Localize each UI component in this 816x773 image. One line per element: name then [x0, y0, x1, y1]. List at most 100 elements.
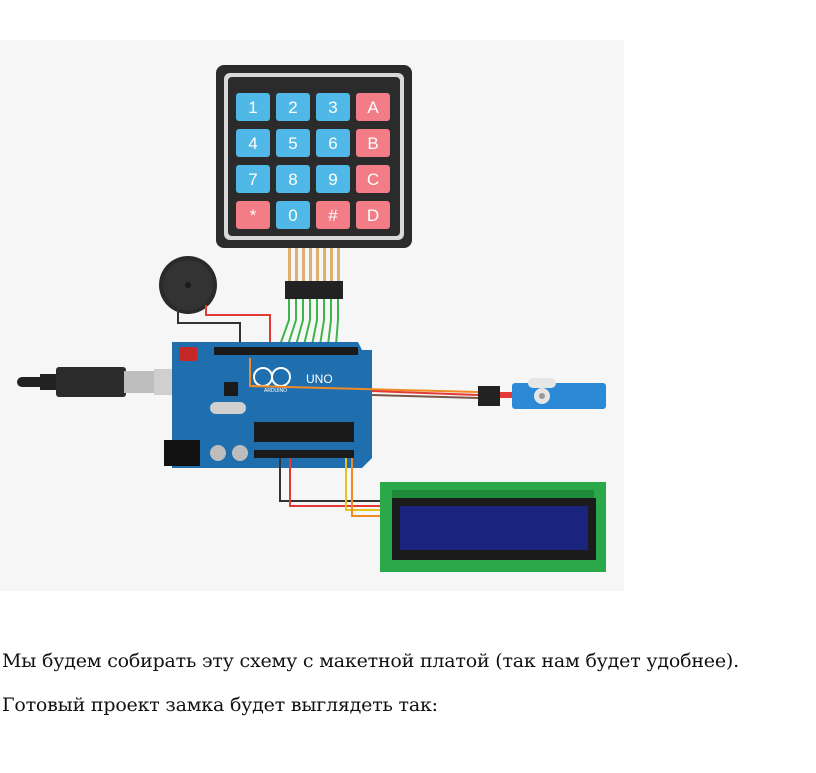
keypad-wire	[319, 299, 325, 346]
key-label: 8	[288, 170, 297, 189]
key-*[interactable]: *	[236, 201, 270, 229]
board-pcb	[172, 342, 372, 468]
keypad-wire	[303, 299, 311, 346]
key-cap[interactable]	[316, 93, 350, 121]
key-8[interactable]: 8	[276, 165, 310, 193]
key-cap[interactable]	[276, 93, 310, 121]
capacitor-1	[210, 445, 226, 461]
buzzer-wire-red	[205, 305, 271, 350]
caption-line-1: Мы будем собирать эту схему с макетной п…	[2, 650, 739, 672]
ribbon-pin	[323, 248, 326, 282]
key-cap[interactable]	[356, 201, 390, 229]
usb-plug	[56, 367, 126, 397]
key-cap[interactable]	[316, 129, 350, 157]
lcd-wires	[279, 458, 380, 517]
ribbon-pin	[288, 248, 291, 282]
reset-button[interactable]	[179, 347, 197, 361]
key-D[interactable]: D	[356, 201, 390, 229]
usb-metal	[124, 371, 154, 393]
key-cap[interactable]	[236, 201, 270, 229]
ribbon-pin	[316, 248, 319, 282]
key-label: 5	[288, 134, 297, 153]
keypad-connector	[285, 248, 343, 299]
ribbon-pin	[337, 248, 340, 282]
keypad-wire	[327, 299, 332, 346]
ribbon-pin	[295, 248, 298, 282]
key-3[interactable]: 3	[316, 93, 350, 121]
lcd-vcc-wire	[289, 458, 380, 507]
key-cap[interactable]	[356, 129, 390, 157]
key-cap[interactable]	[276, 165, 310, 193]
key-label: 4	[248, 134, 257, 153]
lcd-screen	[400, 506, 588, 550]
servo-body	[512, 383, 606, 409]
board-brand: ARDUINO	[264, 388, 287, 394]
buzzer	[159, 256, 271, 350]
key-cap[interactable]	[316, 165, 350, 193]
key-6[interactable]: 6	[316, 129, 350, 157]
buzzer-center	[185, 282, 191, 288]
key-cap[interactable]	[356, 165, 390, 193]
key-A[interactable]: A	[356, 93, 390, 121]
keypad-wire	[287, 299, 297, 346]
buzzer-wire-black	[177, 308, 241, 350]
key-label: 0	[288, 206, 297, 225]
key-cap[interactable]	[276, 201, 310, 229]
keypad-wire	[295, 299, 304, 346]
key-cap[interactable]	[276, 129, 310, 157]
digital-header	[214, 347, 358, 355]
key-C[interactable]: C	[356, 165, 390, 193]
key-cap[interactable]	[356, 93, 390, 121]
keypad-wire	[311, 299, 318, 346]
key-0[interactable]: 0	[276, 201, 310, 229]
key-label: #	[328, 206, 338, 225]
servo-connector	[478, 386, 500, 406]
key-label: 3	[328, 98, 337, 117]
usb-cable-strain	[40, 374, 58, 390]
key-label: B	[367, 134, 378, 153]
servo-power-wire	[371, 390, 479, 396]
key-label: A	[367, 98, 379, 117]
servo	[478, 378, 606, 409]
ribbon-pin	[309, 248, 312, 282]
key-label: *	[250, 206, 257, 225]
key-B[interactable]: B	[356, 129, 390, 157]
capacitor-2	[232, 445, 248, 461]
arduino-board: ARDUINO UNO	[164, 342, 372, 468]
key-1[interactable]: 1	[236, 93, 270, 121]
servo-signal-wire	[249, 358, 479, 393]
keypad-wire	[279, 299, 290, 346]
lcd-sda-wire	[345, 458, 380, 511]
atmega-chip	[254, 422, 354, 442]
key-cap[interactable]	[236, 129, 270, 157]
key-label: 6	[328, 134, 337, 153]
key-#[interactable]: #	[316, 201, 350, 229]
key-9[interactable]: 9	[316, 165, 350, 193]
key-label: D	[367, 206, 379, 225]
key-label: 2	[288, 98, 297, 117]
key-5[interactable]: 5	[276, 129, 310, 157]
key-cap[interactable]	[236, 93, 270, 121]
usb-chip	[224, 382, 238, 396]
key-cap[interactable]	[316, 201, 350, 229]
lcd-module	[380, 482, 606, 572]
crystal	[210, 402, 246, 414]
key-2[interactable]: 2	[276, 93, 310, 121]
usb-cable	[17, 367, 182, 397]
power-jack	[164, 440, 200, 466]
caption-line-2: Готовый проект замка будет выглядеть так…	[2, 694, 438, 716]
key-label: C	[367, 170, 379, 189]
servo-ground-wire	[371, 394, 479, 399]
servo-horn-top	[528, 378, 556, 388]
key-label: 1	[248, 98, 257, 117]
key-cap[interactable]	[236, 165, 270, 193]
key-label: 9	[328, 170, 337, 189]
ribbon-pin	[302, 248, 305, 282]
key-7[interactable]: 7	[236, 165, 270, 193]
key-4[interactable]: 4	[236, 129, 270, 157]
keypad-wire	[335, 299, 339, 346]
